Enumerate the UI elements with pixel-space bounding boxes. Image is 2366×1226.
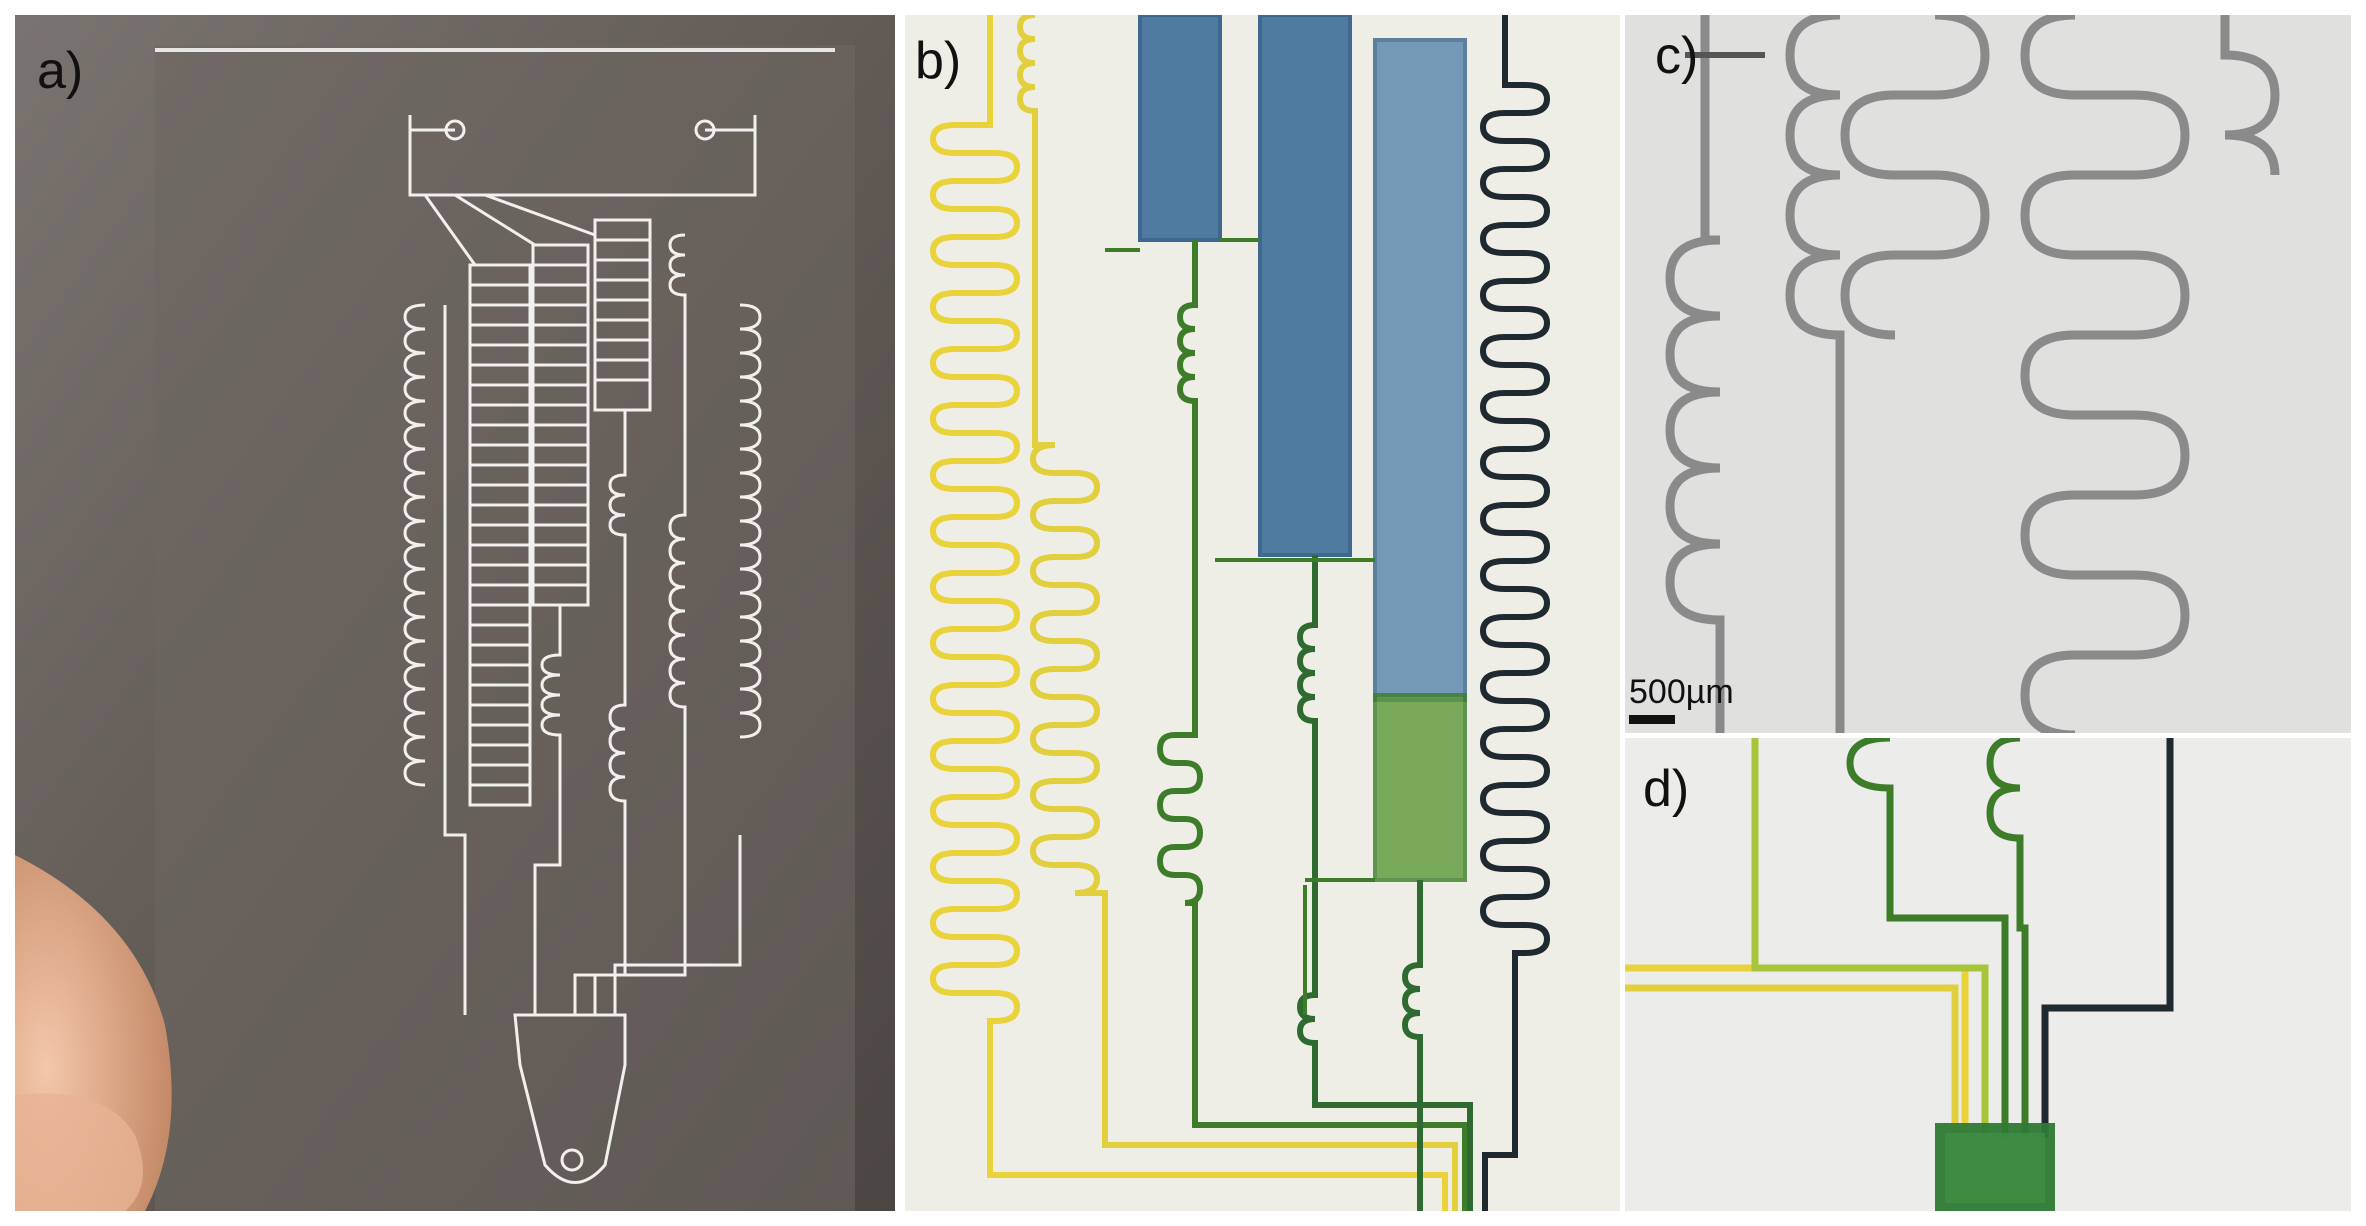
panel-label-c: c) <box>1655 27 1699 85</box>
panel-b-dyed-channels: b) <box>905 15 1620 1211</box>
yellow-channel <box>929 15 1448 1211</box>
gray-channels <box>1665 15 2280 733</box>
black-channel <box>1479 15 1551 1211</box>
blue-channel-block <box>1138 15 1222 242</box>
panel-c-micrograph: c) 500µm <box>1625 15 2351 733</box>
micrograph-image <box>1625 15 2351 733</box>
black-outlet-channel <box>2041 738 2174 1138</box>
chip-channel-network <box>403 115 762 1184</box>
green-channel <box>1156 240 1468 1211</box>
scale-bar-label: 500µm <box>1629 673 1734 711</box>
panel-label-b: b) <box>915 32 962 90</box>
glass-slide <box>155 45 855 1211</box>
dyed-channels-image <box>905 15 1620 1211</box>
panel-d-outlet: d) <box>1625 738 2351 1211</box>
panel-label-d: d) <box>1643 760 1690 818</box>
scale-bar <box>1629 715 1675 724</box>
chip-photo-image <box>15 15 895 1211</box>
panel-a-chip-photo: a) <box>15 15 895 1211</box>
panel-label-a: a) <box>37 42 84 100</box>
outlet-image <box>1625 738 2351 1211</box>
